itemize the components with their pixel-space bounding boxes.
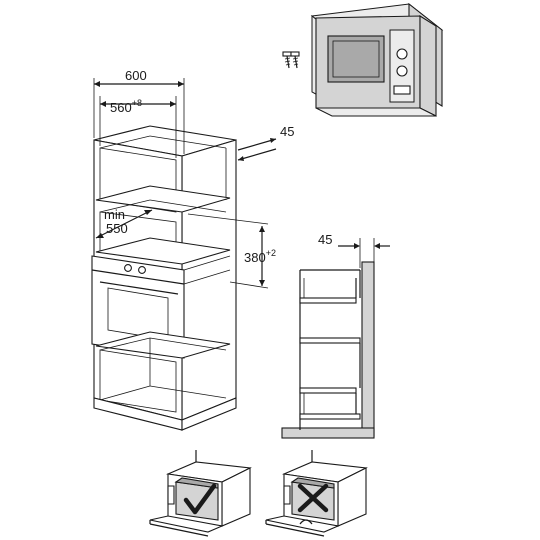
cross-icon (297, 483, 329, 513)
dim-height-opening-label: 380+2 (244, 248, 276, 265)
dim-side-gap (338, 238, 390, 268)
screws-icon (282, 51, 300, 69)
dim-height-opening (187, 213, 269, 289)
dim-width-total-label: 600 (125, 68, 147, 83)
correct-installation (149, 450, 252, 537)
dim-width-inner-label: 560+8 (110, 98, 142, 115)
dim-width-inner (99, 96, 177, 158)
dim-min-depth (95, 209, 153, 239)
dim-min-value: 550 (106, 221, 128, 236)
dim-depth-gap-label: 45 (280, 124, 294, 139)
tall-cabinet (91, 125, 237, 431)
check-icon (183, 483, 217, 515)
dim-depth-gap (237, 138, 277, 161)
dim-width-total (93, 78, 185, 154)
dim-side-gap-label: 45 (318, 232, 332, 247)
side-section-view (281, 261, 375, 439)
dim-min-label: min (104, 207, 125, 222)
microwave-illustration (310, 2, 444, 117)
